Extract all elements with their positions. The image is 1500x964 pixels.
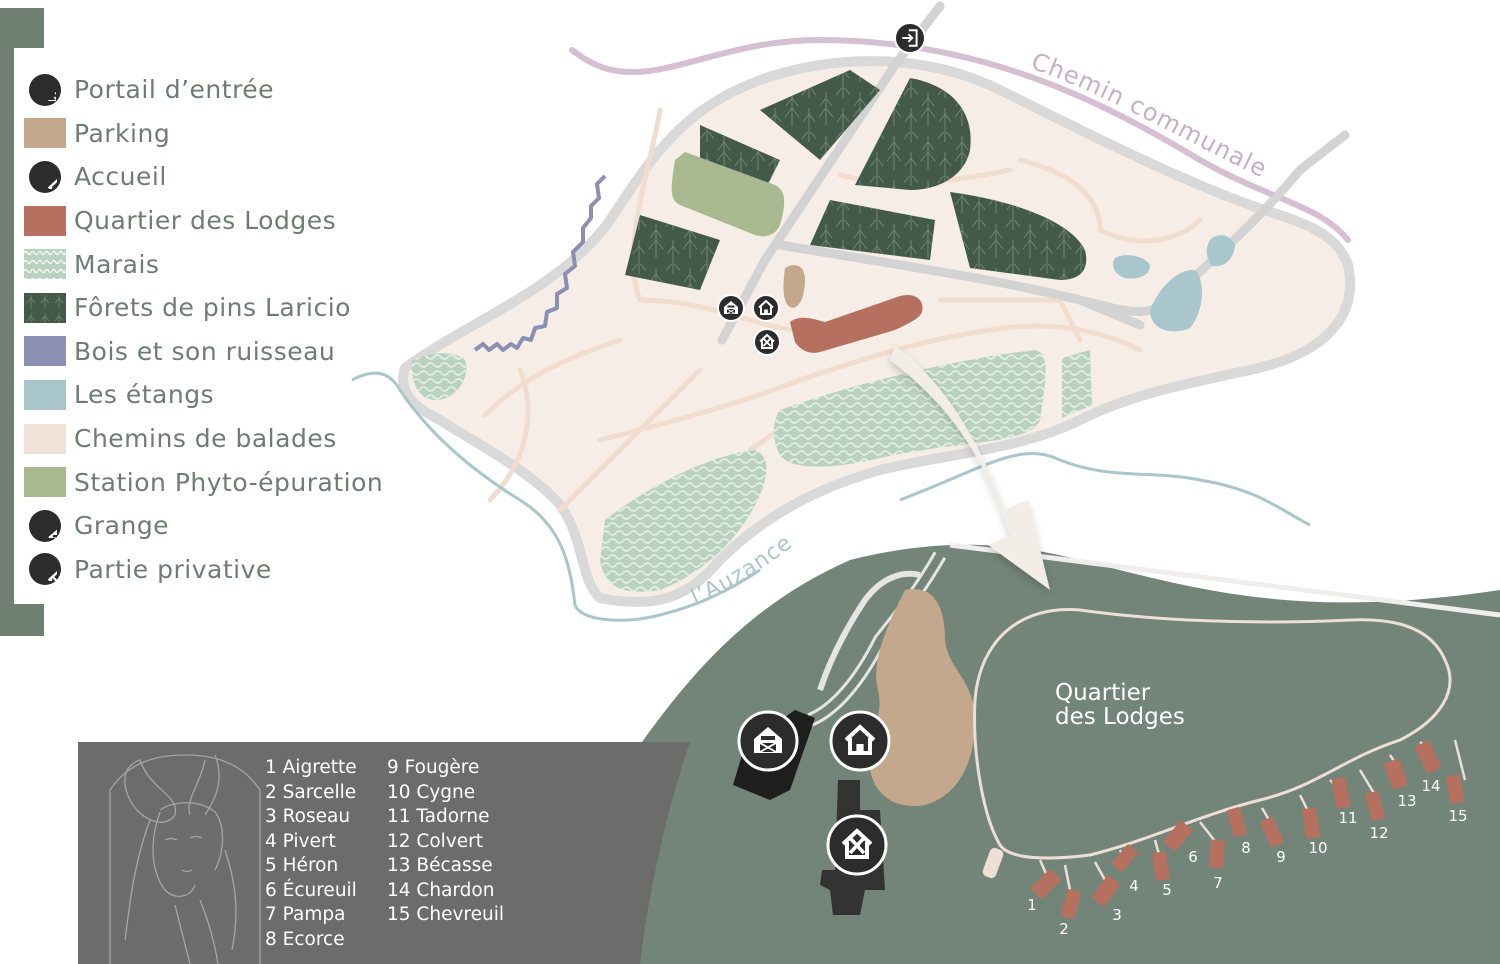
lodge-number: 9 xyxy=(1276,848,1286,866)
road-chemin-communale xyxy=(569,36,1351,243)
lodge-list-panel xyxy=(78,742,690,964)
lodge-name: 1 Aigrette xyxy=(265,757,357,778)
lodge-list-col2: 9 Fougère 10 Cygne 11 Tadorne 12 Colvert… xyxy=(387,756,504,928)
legend-item-barn: Grange xyxy=(24,504,383,548)
lodge-name: 6 Écureuil xyxy=(265,879,357,901)
lodge-number: 12 xyxy=(1369,824,1388,842)
marsh-swatch xyxy=(24,249,66,280)
lodges-swatch xyxy=(24,205,66,236)
lodge-number: 5 xyxy=(1162,881,1172,899)
legend-item-entrance: Portail d’entrée xyxy=(24,68,383,112)
lodge-number: 13 xyxy=(1397,792,1416,810)
zoom-arrow xyxy=(890,345,1050,590)
lodge-number: 6 xyxy=(1188,848,1198,866)
lodge-name: 11 Tadorne xyxy=(387,806,490,827)
stream xyxy=(473,174,607,352)
lodge-name: 5 Héron xyxy=(265,855,339,876)
cross-track-east xyxy=(1075,295,1145,330)
entrance-icon xyxy=(29,73,61,106)
lodge-name: 7 Pampa xyxy=(265,904,346,925)
phyto-swatch xyxy=(24,467,66,498)
welcome-marker xyxy=(752,294,780,322)
zoom-private-marker xyxy=(826,814,888,876)
legend-item-phyto: Station Phyto-épuration xyxy=(24,460,383,504)
barn-marker xyxy=(717,294,745,322)
stream-swatch xyxy=(24,336,66,367)
legend-item-forest: Fôrets de pins Laricio xyxy=(24,286,383,330)
legend-item-welcome: Accueil xyxy=(24,155,383,199)
parking-swatch xyxy=(24,118,66,149)
lodge-cabins xyxy=(1031,740,1465,919)
lodge-number: 2 xyxy=(1059,920,1069,938)
river-auzance-east xyxy=(899,452,1311,527)
barn-icon xyxy=(29,509,61,542)
lodge-number: 8 xyxy=(1241,839,1251,857)
lodges-district-label: Quartier des Lodges xyxy=(1055,680,1185,730)
zoom-access-path-inner xyxy=(808,553,944,724)
zoom-parking xyxy=(869,589,975,806)
lodge-name: 2 Sarcelle xyxy=(265,781,357,803)
lodges-loop-path xyxy=(973,608,1452,860)
legend-item-stream: Bois et son ruisseau xyxy=(24,330,383,374)
zoom-small-shed xyxy=(982,847,1004,879)
legend-item-ponds: Les étangs xyxy=(24,373,383,417)
lodge-number: 7 xyxy=(1213,874,1223,892)
cross-track xyxy=(775,130,1350,316)
marshes xyxy=(411,350,1092,592)
pine-forests xyxy=(625,70,1087,290)
lodge-number: 14 xyxy=(1421,777,1440,795)
zoom-barn-marker xyxy=(737,710,799,772)
lodge-name: 12 Colvert xyxy=(387,830,483,852)
legend-item-private: Partie privative xyxy=(24,548,383,592)
lodge-number: 1 xyxy=(1027,896,1037,914)
legend-item-parking: Parking xyxy=(24,112,383,156)
lodge-name: 8 Ecorce xyxy=(265,928,345,950)
legend-item-marsh: Marais xyxy=(24,242,383,286)
lodge-numbers: 1 2 3 4 5 6 7 8 9 10 11 12 13 14 15 xyxy=(1027,777,1467,938)
lodge-name: 10 Cygne xyxy=(387,781,476,803)
phyto-station xyxy=(671,152,785,237)
forest-swatch xyxy=(24,292,66,323)
ponds-swatch xyxy=(24,379,66,410)
paths-swatch xyxy=(24,423,66,454)
ponds xyxy=(1113,235,1235,332)
lodge-name: 15 Chevreuil xyxy=(387,904,504,925)
lodge-number: 3 xyxy=(1112,906,1122,924)
legend: Portail d’entrée Parking Accueil Quartie… xyxy=(24,68,383,591)
private-area-marker xyxy=(753,328,781,356)
lodge-list-col1: 1 Aigrette 2 Sarcelle 3 Roseau 4 Pivert … xyxy=(265,756,357,952)
zoom-welcome-marker xyxy=(829,710,891,772)
lodges-district xyxy=(790,294,923,353)
river-auzance xyxy=(351,371,761,622)
entrance-gate-marker xyxy=(894,22,926,54)
zoom-access-loop xyxy=(817,570,921,691)
lodge-name: 4 Pivert xyxy=(265,830,336,852)
lodge-name: 13 Bécasse xyxy=(387,855,493,876)
parking-area xyxy=(783,265,805,308)
portrait-illustration xyxy=(109,754,261,964)
lodge-number: 4 xyxy=(1129,877,1139,895)
lodge-number: 15 xyxy=(1448,807,1467,825)
lodge-name: 9 Fougère xyxy=(387,757,480,778)
legend-item-lodges: Quartier des Lodges xyxy=(24,199,383,243)
legend-item-paths: Chemins de balades xyxy=(24,417,383,461)
lodge-name: 14 Chardon xyxy=(387,879,495,901)
house-icon xyxy=(29,160,61,193)
private-area-icon xyxy=(29,553,61,586)
lodge-number: 10 xyxy=(1308,839,1327,857)
lodge-name: 3 Roseau xyxy=(265,806,351,827)
lodge-number: 11 xyxy=(1338,809,1357,827)
